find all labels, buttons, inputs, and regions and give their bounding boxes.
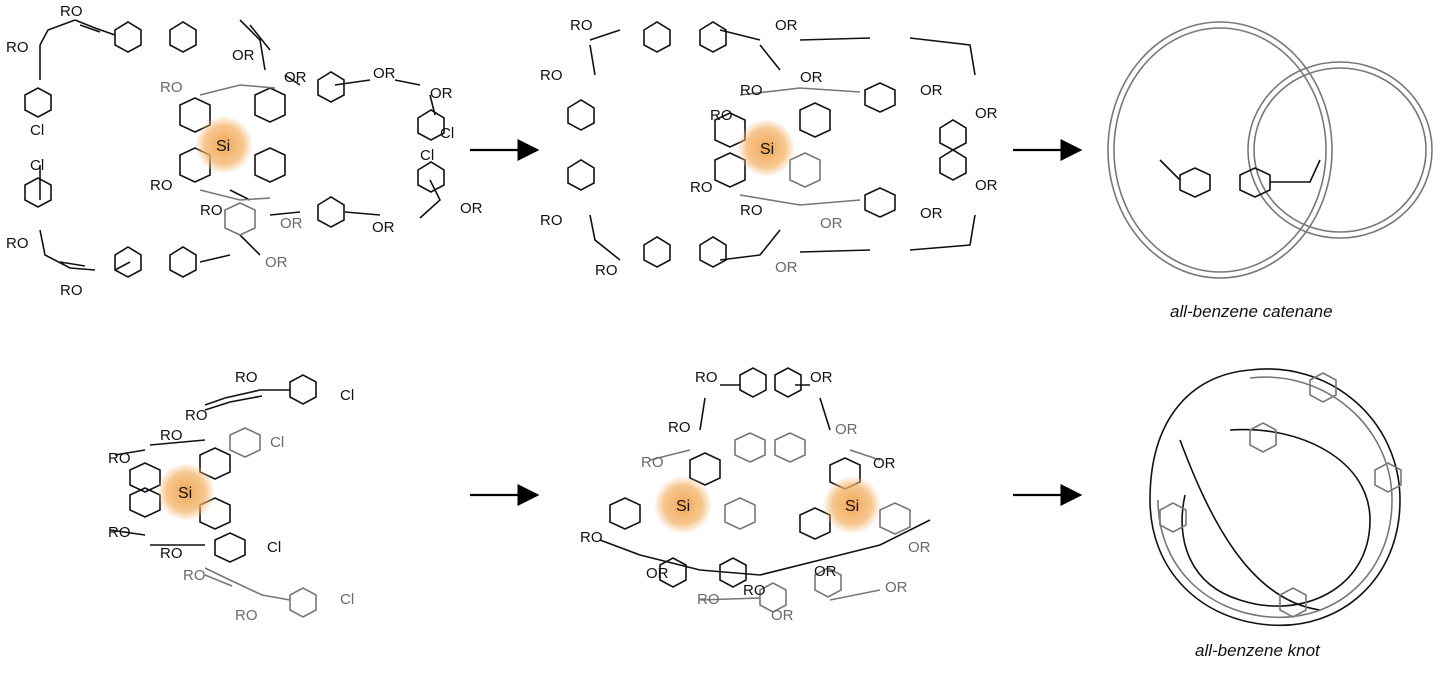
ro-label: RO (6, 235, 29, 252)
or-label: OR (646, 565, 669, 582)
si-label: Si (216, 138, 230, 155)
cl-label: Cl (30, 122, 44, 139)
ro-label: RO (697, 591, 720, 608)
or-label: OR (430, 85, 453, 102)
si-label: Si (845, 498, 859, 515)
ro-label: RO (108, 450, 131, 467)
knot-caption: all-benzene knot (1195, 641, 1321, 660)
or-label: OR (460, 200, 483, 217)
cl-label: Cl (270, 434, 284, 451)
si-label: Si (178, 485, 192, 502)
ro-label: RO (235, 607, 258, 624)
or-label: OR (920, 82, 943, 99)
or-label: OR (885, 579, 908, 596)
ro-label: RO (641, 454, 664, 471)
ro-label: RO (580, 529, 603, 546)
silicon-center-icon (738, 120, 794, 176)
ro-label: RO (160, 79, 183, 96)
ro-label: RO (108, 524, 131, 541)
ro-label: RO (185, 407, 208, 424)
ro-label: RO (740, 82, 763, 99)
si-label: Si (676, 498, 690, 515)
ro-label: RO (235, 369, 258, 386)
or-label: OR (284, 69, 307, 86)
or-label: OR (800, 69, 823, 86)
ro-label: RO (743, 582, 766, 599)
or-label: OR (373, 65, 396, 82)
cl-label: Cl (267, 539, 281, 556)
ro-label: RO (6, 39, 29, 56)
cl-label: Cl (30, 157, 44, 174)
silicon-center-icon (158, 464, 214, 520)
ro-label: RO (540, 212, 563, 229)
knot-structure: all-benzene knot (1149, 368, 1402, 660)
ro-label: RO (690, 179, 713, 196)
or-label: OR (775, 17, 798, 34)
catenane-structure: all-benzene catenane (1107, 21, 1433, 321)
or-label: OR (771, 607, 794, 624)
ro-label: RO (160, 545, 183, 562)
ro-label: RO (740, 202, 763, 219)
ro-label: RO (150, 177, 173, 194)
ro-label: RO (160, 427, 183, 444)
or-label: OR (372, 219, 395, 236)
silicon-center-icon (824, 477, 880, 533)
or-label: OR (810, 369, 833, 386)
or-label: OR (775, 259, 798, 276)
or-label: OR (820, 215, 843, 232)
knot-intermediate: Si Si RO RO RO RO OR RO RO OR OR OR OR O… (580, 367, 931, 624)
ro-label: RO (183, 567, 206, 584)
ro-label: RO (200, 202, 223, 219)
or-label: OR (265, 254, 288, 271)
cl-label: Cl (420, 147, 434, 164)
or-label: OR (908, 539, 931, 556)
or-label: OR (975, 177, 998, 194)
catenane-intermediate: Si RO RO RO RO OR OR OR OR OR OR OR OR R… (540, 17, 998, 279)
ro-label: RO (570, 17, 593, 34)
cl-label: Cl (340, 591, 354, 608)
ro-label: RO (695, 369, 718, 386)
or-label: OR (814, 563, 837, 580)
ro-label: RO (668, 419, 691, 436)
silicon-center-icon (196, 117, 252, 173)
silicon-center-icon (655, 477, 711, 533)
cl-label: Cl (340, 387, 354, 404)
or-label: OR (873, 455, 896, 472)
or-label: OR (920, 205, 943, 222)
cl-label: Cl (440, 125, 454, 142)
ro-label: RO (60, 282, 83, 299)
knot-precursor: Si RO RO RO RO RO RO RO RO Cl Cl Cl Cl (108, 369, 354, 624)
ro-label: RO (595, 262, 618, 279)
or-label: OR (835, 421, 858, 438)
or-label: OR (975, 105, 998, 122)
si-label: Si (760, 141, 774, 158)
catenane-caption: all-benzene catenane (1170, 302, 1333, 321)
ro-label: RO (540, 67, 563, 84)
catenane-precursor: Si RO RO RO RO OR OR OR OR OR OR OR OR R… (6, 3, 483, 299)
or-label: OR (232, 47, 255, 64)
ro-label: RO (710, 107, 733, 124)
or-label: OR (280, 215, 303, 232)
ro-label: RO (60, 3, 83, 20)
